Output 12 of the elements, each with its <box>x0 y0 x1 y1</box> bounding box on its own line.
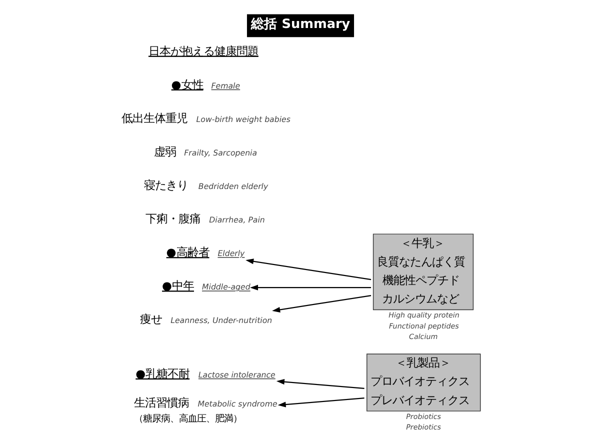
label: 日本が抱える健康問題 <box>148 44 258 58</box>
node-label: Functional peptides <box>389 321 459 330</box>
node-label: Calcium <box>408 332 438 341</box>
node-label: High quality protein <box>388 310 460 320</box>
arrow <box>272 295 372 312</box>
arrow <box>278 397 364 408</box>
node-label: Prebiotics <box>406 422 442 432</box>
arrow <box>276 379 364 389</box>
diagram-title: 総括 Summary <box>251 17 350 32</box>
node-label: Probiotics <box>406 412 441 421</box>
arrow <box>250 284 372 290</box>
arrow <box>246 258 372 280</box>
